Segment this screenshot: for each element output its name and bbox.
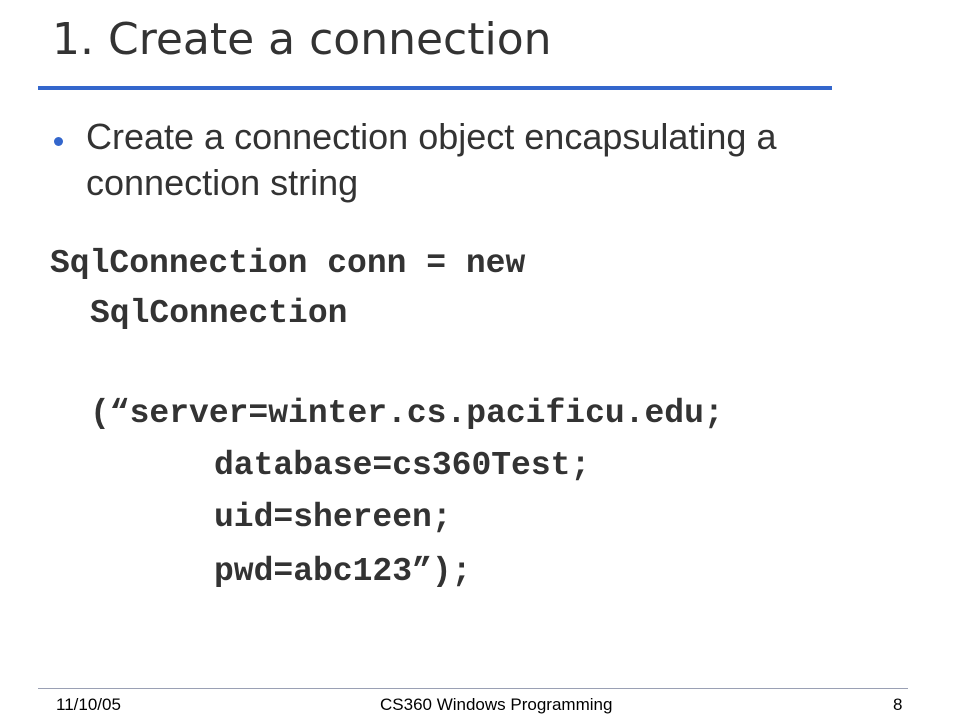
code-line: (“server=winter.cs.pacificu.edu; [90, 395, 724, 432]
footer-divider [38, 688, 908, 689]
bullet-item: Create a connection object encapsulating… [86, 116, 777, 203]
slide-title: 1. Create a connection [52, 14, 552, 65]
code-line: SqlConnection [90, 295, 348, 332]
code-line: uid=shereen; [214, 499, 452, 536]
code-line: database=cs360Test; [214, 447, 591, 484]
code-line: pwd=abc123”); [214, 553, 472, 590]
footer-date: 11/10/05 [56, 695, 121, 714]
footer-course: CS360 Windows Programming [380, 695, 613, 714]
code-line: SqlConnection conn = new [50, 245, 526, 282]
title-underline [38, 86, 832, 90]
footer-page-number: 8 [893, 695, 903, 714]
bullet-dot-icon [54, 137, 63, 146]
